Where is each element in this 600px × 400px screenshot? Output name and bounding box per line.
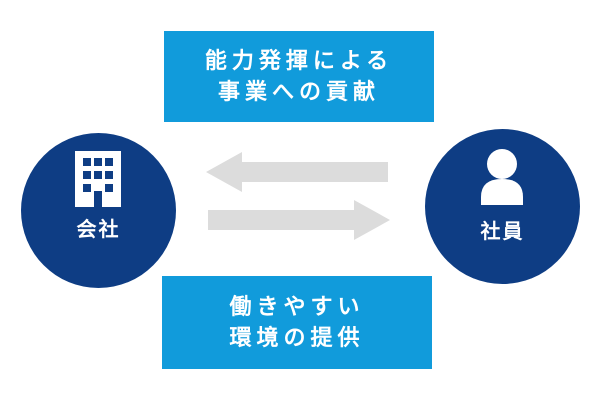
environment-line-2: 環境の提供 [229,325,365,351]
company-label: 会社 [76,217,121,241]
employee-label: 社員 [480,219,525,243]
building-icon [75,151,121,207]
arrow-to-company [206,152,388,192]
person-icon [481,149,523,205]
arrow-to-employee [208,200,390,240]
environment-box: 働きやすい 環境の提供 [162,276,432,369]
company-circle: 会社 [21,133,176,288]
employee-circle: 社員 [425,129,580,284]
contribution-line-1: 能力発揮による [204,48,394,74]
contribution-box: 能力発揮による 事業への貢献 [164,31,434,122]
environment-line-1: 働きやすい [229,294,365,320]
contribution-line-2: 事業への貢献 [217,79,380,105]
